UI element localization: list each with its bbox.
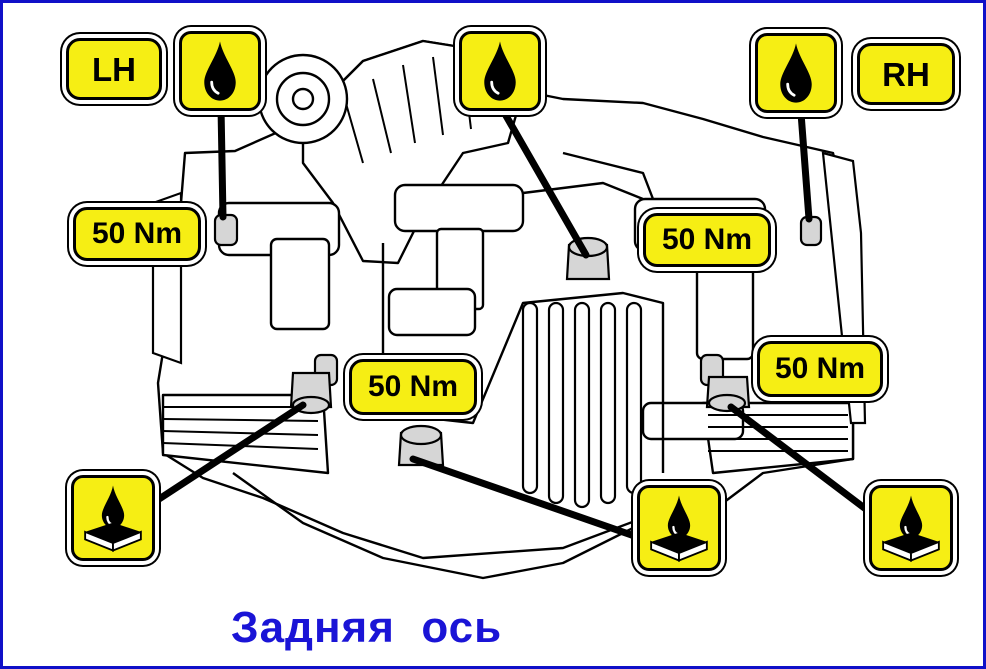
oil-drop-icon-left <box>179 31 261 111</box>
diagram-caption: Задняя ось <box>231 603 503 652</box>
torque-label-center: 50 Nm <box>349 359 477 415</box>
oil-drain-tray-icon-left <box>71 475 155 561</box>
oil-drop-icon-right <box>755 33 837 113</box>
rear-axle-drawing <box>149 39 875 580</box>
oil-drain-tray-icon <box>650 495 708 562</box>
torque-label-right: 50 Nm <box>757 341 883 397</box>
oil-drop-icon <box>204 41 236 101</box>
oil-drain-tray-icon-right <box>869 485 953 571</box>
oil-drop-icon <box>780 43 812 103</box>
oil-drop-icon-center <box>459 31 541 111</box>
lh-label: LH <box>66 38 162 100</box>
oil-drain-tray-icon-center <box>637 485 721 571</box>
rh-label: RH <box>857 43 955 105</box>
oil-drain-tray-icon <box>84 485 142 552</box>
oil-drain-tray-icon <box>882 495 940 562</box>
torque-label-upper-left: 50 Nm <box>73 207 201 261</box>
oil-drop-icon <box>484 41 516 101</box>
torque-label-upper-right: 50 Nm <box>643 213 771 267</box>
